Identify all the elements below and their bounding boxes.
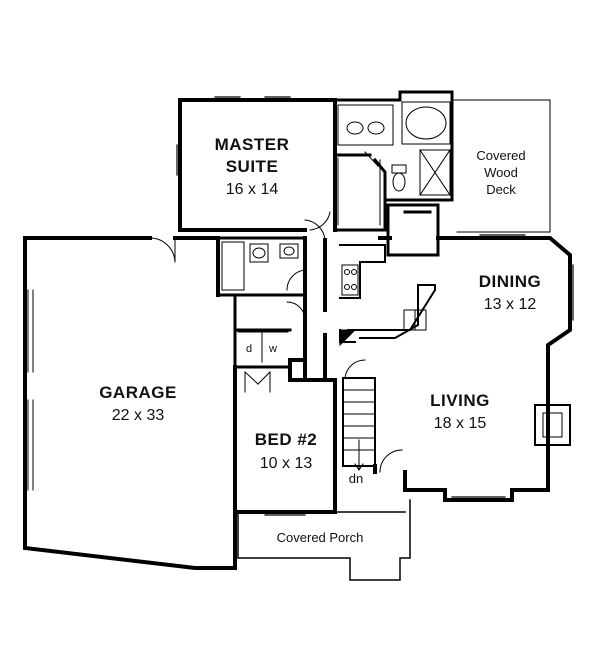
porch-outline <box>237 499 411 581</box>
stair-door-swing <box>344 359 366 379</box>
hall-bath-door-swing <box>286 269 306 291</box>
master-suite-title-line1: MASTER <box>215 135 290 154</box>
master-closet <box>337 151 381 226</box>
shower <box>419 149 451 196</box>
hall-door-swing <box>304 219 326 241</box>
master-suite-title-line2: SUITE <box>226 157 279 176</box>
room-labels: MASTER SUITE 16 x 14 Covered Wood Deck D… <box>99 135 541 545</box>
laundry-door-swing <box>286 301 306 321</box>
garage-title: GARAGE <box>99 383 177 402</box>
dryer-label: d <box>246 343 252 355</box>
kitchen-range <box>341 264 359 296</box>
garage-door-swing <box>149 237 176 263</box>
kitchen-sink <box>403 309 427 331</box>
garage-dims: 22 x 33 <box>112 407 165 424</box>
deck-outline <box>451 99 551 233</box>
bed2-title: BED #2 <box>255 430 318 449</box>
deck-label-line1: Covered <box>476 148 525 163</box>
front-door-swing <box>379 449 403 473</box>
garage-overhead-doors <box>27 289 34 491</box>
deck-label-line3: Deck <box>486 182 516 197</box>
living-dims: 18 x 15 <box>434 415 487 432</box>
kitchen-counter <box>339 244 436 343</box>
bath-vanity <box>337 104 394 146</box>
bed2-dims: 10 x 13 <box>260 455 313 472</box>
hall-bath-walls <box>216 236 307 297</box>
bed2-closet <box>244 371 271 393</box>
main-exterior-walls <box>373 236 572 502</box>
laundry-walls <box>233 293 292 369</box>
deck-label-line2: Wood <box>484 165 518 180</box>
master-toilet <box>391 164 407 192</box>
living-title: LIVING <box>430 391 490 410</box>
laundry-fixtures <box>237 331 289 363</box>
garden-tub <box>401 101 451 145</box>
pantry-corner <box>339 329 357 347</box>
washer-label: w <box>268 343 277 355</box>
fireplace <box>534 404 571 446</box>
hallway-walls <box>303 236 392 382</box>
master-windows <box>176 96 291 176</box>
master-suite-dims: 16 x 14 <box>226 181 279 198</box>
garage-walls <box>23 236 237 570</box>
stairs <box>342 377 376 471</box>
stairs-down-label: dn <box>349 471 363 486</box>
porch-label: Covered Porch <box>277 530 364 545</box>
hall-bath-fixtures <box>221 241 299 291</box>
dining-title: DINING <box>479 272 542 291</box>
master-door-swing <box>309 211 331 231</box>
pantry-walls <box>386 203 440 257</box>
dining-dims: 13 x 12 <box>484 296 537 313</box>
dining-bay-windows <box>479 234 574 321</box>
bed2-walls <box>233 358 337 514</box>
